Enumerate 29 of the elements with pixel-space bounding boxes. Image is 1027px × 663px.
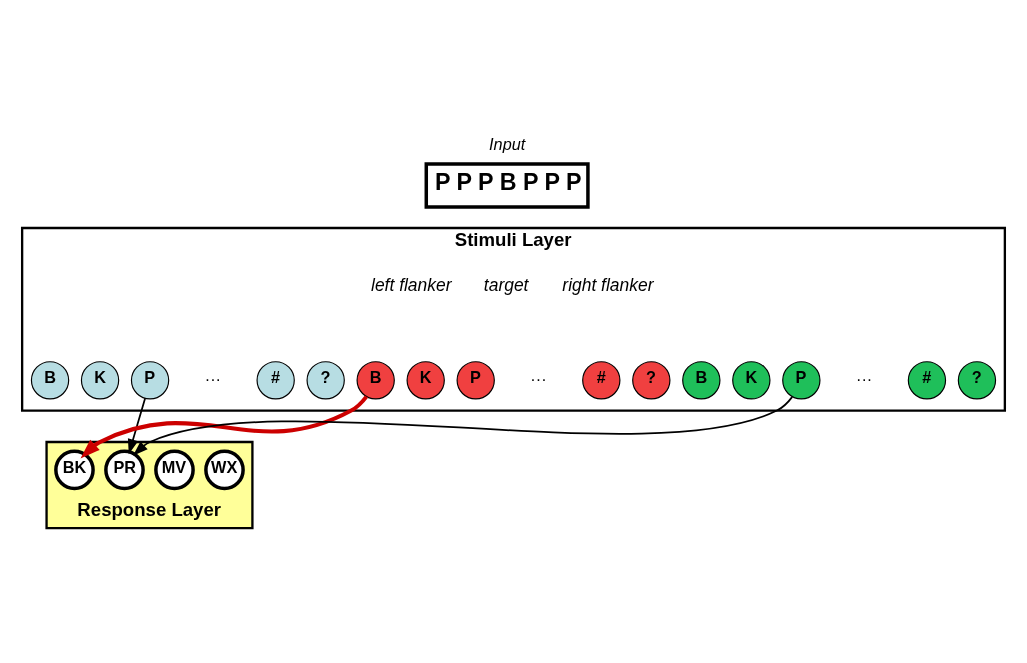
label: ··· — [856, 369, 873, 388]
node-circle: PR — [104, 449, 145, 491]
node-circle: B — [356, 361, 395, 400]
label: ··· — [204, 369, 221, 388]
node-circle: WX — [204, 449, 245, 491]
node-circle: # — [582, 361, 621, 400]
node-circle: ? — [306, 361, 345, 400]
node-circle: ? — [957, 361, 997, 400]
label: ··· — [530, 369, 547, 388]
node-circle: BK — [54, 449, 95, 491]
label: target — [483, 275, 529, 296]
node-circle: P — [782, 361, 821, 400]
arrow — [127, 397, 146, 455]
arrow — [132, 396, 794, 456]
node-circle: K — [406, 361, 445, 400]
node-circle: K — [732, 361, 771, 400]
node-circle: B — [30, 361, 70, 400]
node-circle: P — [130, 361, 170, 400]
node-circle: B — [682, 361, 721, 400]
node-circle: ? — [632, 361, 671, 400]
node-circle: P — [456, 361, 495, 400]
node-box: P P P B P P P — [424, 162, 590, 209]
node-circle: K — [80, 361, 120, 400]
label: right flanker — [562, 275, 654, 296]
node-circle: # — [907, 361, 947, 400]
node-label: Input — [489, 134, 526, 153]
label: left flanker — [371, 275, 452, 296]
node-circle: # — [256, 361, 295, 400]
node-circle: MV — [154, 449, 195, 491]
